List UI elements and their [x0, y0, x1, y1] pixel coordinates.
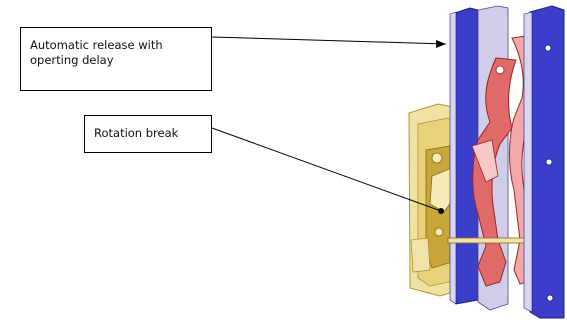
- callout-automatic-release-text: Automatic release with operting delay: [30, 38, 163, 67]
- callout-rotation-break-text: Rotation break: [94, 126, 179, 140]
- leader-line-automatic-release: [211, 36, 447, 48]
- leader-line-rotation-break: [211, 127, 444, 214]
- frame-plate-back: [449, 7, 479, 305]
- callout-automatic-release: Automatic release with operting delay: [20, 27, 212, 91]
- frame-plate-front: [523, 5, 565, 319]
- callout-rotation-break: Rotation break: [84, 115, 212, 153]
